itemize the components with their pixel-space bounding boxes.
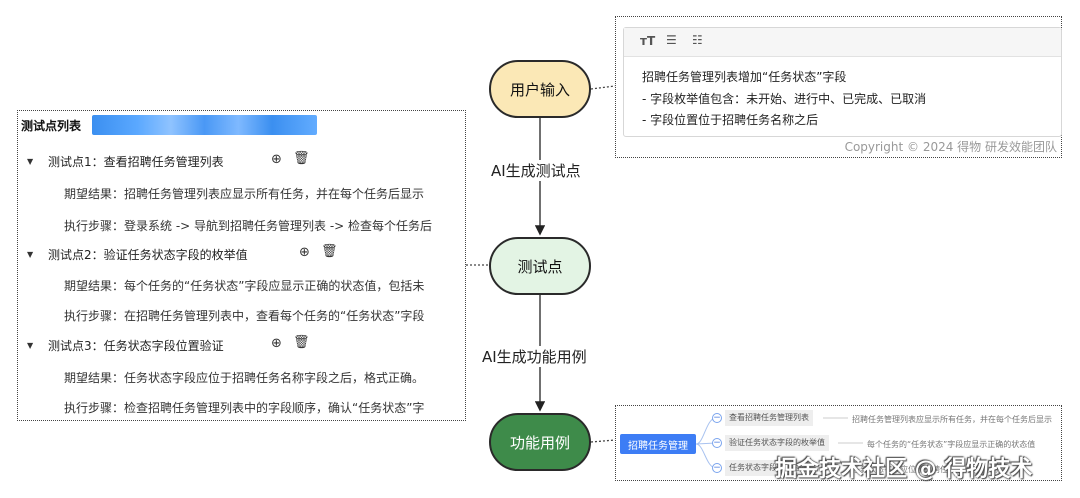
numbered-list-icon[interactable]: ☷ (692, 33, 703, 47)
trash-icon[interactable]: 🗑 (293, 151, 310, 166)
mindmap-branch-3[interactable]: 任务状态字段位置验证 (725, 460, 813, 476)
editor-toolbar: ᴛT ☰ ☷ (624, 28, 1061, 57)
func-cases-node: 功能用例 (489, 413, 591, 471)
collapse-icon[interactable]: − (712, 463, 722, 473)
editor-line-1: 招聘任务管理列表增加“任务状态”字段 (642, 70, 847, 84)
mindmap-panel: 招聘任务管理 − 查看招聘任务管理列表 招聘任务管理列表应显示所有任务，并在每个… (615, 405, 1062, 481)
test-point-2-expected: 期望结果：每个任务的“任务状态”字段应显示正确的状态值，包括未 (64, 279, 425, 293)
dotted-link-input-panel (590, 85, 616, 90)
test-point-2-label: 测试点2：验证任务状态字段的枚举值 (48, 248, 248, 262)
test-points-node: 测试点 (489, 237, 591, 295)
user-input-panel: ᴛT ☰ ☷ 招聘任务管理列表增加“任务状态”字段 - 字段枚举值包含：未开始、… (615, 16, 1062, 158)
mindmap-leaf-3: 任务状态字段应位于招聘任务名称字段之后 (852, 465, 1004, 474)
editor-line-3: - 字段位置位于招聘任务名称之后 (642, 113, 819, 127)
copyright-text: Copyright © 2024 得物 研发效能团队 (844, 140, 1057, 154)
text-size-icon[interactable]: ᴛT (640, 34, 656, 48)
test-point-1-label: 测试点1：查看招聘任务管理列表 (48, 155, 224, 169)
test-point-list-title: 测试点列表 (21, 119, 82, 133)
text-editor[interactable]: ᴛT ☰ ☷ 招聘任务管理列表增加“任务状态”字段 - 字段枚举值包含：未开始、… (623, 27, 1062, 137)
plus-circle-icon[interactable]: ⊕ (271, 336, 282, 351)
collapse-icon[interactable]: − (712, 413, 722, 423)
mindmap-leaf-2: 每个任务的“任务状态”字段应显示正确的状态值 (867, 440, 1036, 449)
dotted-link-mind-panel (590, 439, 616, 443)
mindmap-branch-1[interactable]: 查看招聘任务管理列表 (725, 410, 813, 426)
mindmap-root-node[interactable]: 招聘任务管理 (620, 434, 696, 454)
collapse-icon[interactable]: − (712, 438, 722, 448)
plus-circle-icon[interactable]: ⊕ (271, 152, 282, 167)
user-input-node: 用户输入 (489, 60, 591, 118)
trash-icon[interactable]: 🗑 (293, 335, 310, 350)
mindmap-leaf-1: 招聘任务管理列表应显示所有任务，并在每个任务后显示 (852, 415, 1052, 424)
trash-icon[interactable]: 🗑 (321, 244, 338, 259)
test-point-1-expected: 期望结果：招聘任务管理列表应显示所有任务，并在每个任务后显示 (64, 187, 425, 201)
edge-label-gen-test-points: AI生成测试点 (491, 160, 581, 181)
test-point-3-steps: 执行步骤：检查招聘任务管理列表中的字段顺序，确认“任务状态”字 (64, 401, 425, 415)
watermark-text: 掘金技术社区 @ 得物技术 (775, 457, 1033, 482)
test-point-3-expected: 期望结果：任务状态字段应位于招聘任务名称字段之后，格式正确。 (64, 371, 425, 385)
caret-down-icon[interactable]: ▼ (27, 250, 34, 259)
test-point-2-steps: 执行步骤：在招聘任务管理列表中，查看每个任务的“任务状态”字段 (64, 309, 425, 323)
caret-down-icon[interactable]: ▼ (27, 157, 34, 166)
edge-label-gen-func-cases: AI生成功能用例 (482, 346, 587, 367)
plus-circle-icon[interactable]: ⊕ (299, 245, 310, 260)
editor-line-2: - 字段枚举值包含：未开始、进行中、已完成、已取消 (642, 92, 927, 106)
test-point-list-panel: 测试点列表 ▼ 测试点1：查看招聘任务管理列表 ⊕ 🗑 期望结果：招聘任务管理列… (17, 110, 466, 421)
bullet-list-icon[interactable]: ☰ (666, 33, 677, 47)
redacted-bar (92, 115, 317, 135)
mindmap-branch-2[interactable]: 验证任务状态字段的枚举值 (725, 435, 829, 451)
caret-down-icon[interactable]: ▼ (27, 341, 34, 350)
test-point-3-label: 测试点3：任务状态字段位置验证 (48, 339, 224, 353)
test-point-1-steps: 执行步骤：登录系统 -> 导航到招聘任务管理列表 -> 检查每个任务后 (64, 219, 433, 233)
